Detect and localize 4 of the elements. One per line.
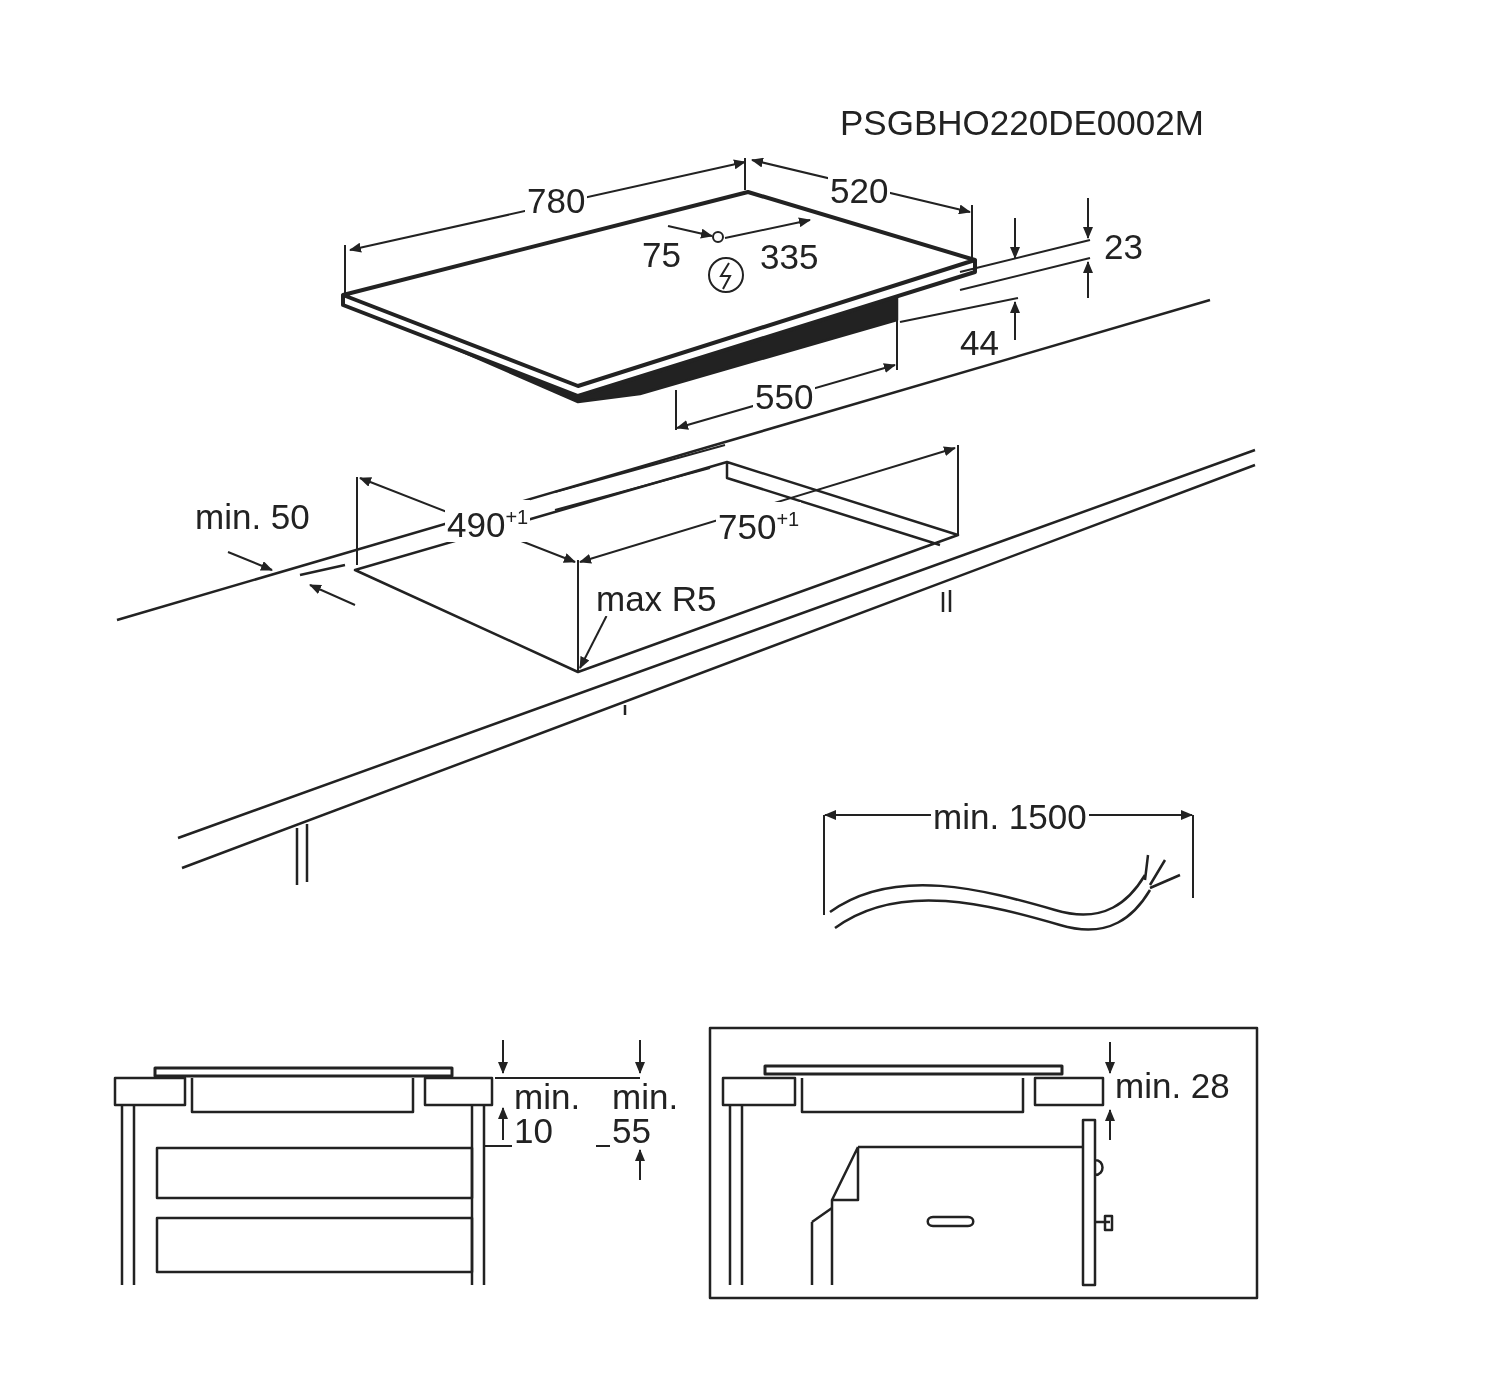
dimension-label: 490$^{+1}$ (445, 500, 531, 542)
leader-line (579, 615, 608, 669)
dimension-label: min. 10 (512, 1080, 596, 1148)
worktop-cutout (353, 460, 960, 674)
